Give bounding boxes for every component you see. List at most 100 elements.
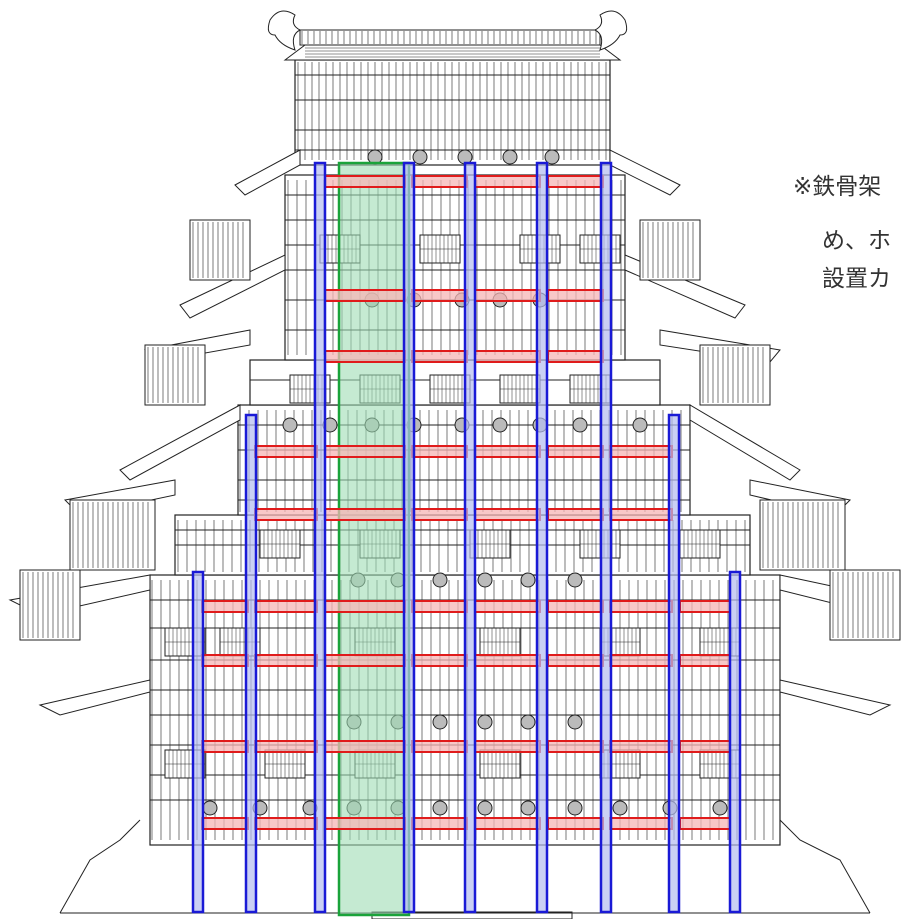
joint-circle: [520, 572, 536, 588]
steel-beam: [324, 600, 406, 613]
side-dormer-5: [639, 219, 701, 281]
roof-eave-3-left: [119, 404, 241, 481]
steel-column: [313, 161, 327, 914]
steel-beam: [254, 600, 318, 613]
side-dormer-6: [144, 344, 206, 406]
steel-beam: [679, 740, 731, 753]
steel-beam: [201, 817, 249, 830]
steel-column: [599, 161, 613, 914]
ridge: [299, 29, 601, 46]
joint-circle: [572, 417, 588, 433]
steel-beam: [411, 740, 468, 753]
steel-beam: [411, 508, 468, 521]
steel-beam: [474, 600, 541, 613]
steel-beam: [254, 654, 318, 667]
annotation-line-3: 設置カ: [822, 266, 891, 292]
joint-circle: [492, 417, 508, 433]
side-dormer-2: [19, 569, 81, 641]
steel-beam: [547, 350, 604, 363]
steel-beam: [609, 600, 673, 613]
roof-eave-lower-right: [779, 679, 892, 716]
joint-circle: [282, 417, 298, 433]
steel-beam: [411, 445, 468, 458]
joint-circle: [432, 800, 448, 816]
steel-column: [191, 570, 205, 914]
annotation-line-1: ※鉄骨架: [793, 174, 882, 200]
steel-column: [402, 161, 416, 914]
steel-column: [728, 570, 742, 914]
joint-circle: [477, 800, 493, 816]
steel-beam: [474, 508, 541, 521]
tier-5-body: [284, 174, 626, 361]
steel-beam: [547, 508, 604, 521]
steel-beam: [474, 350, 541, 363]
steel-beam: [411, 289, 468, 302]
side-dormer-1: [759, 499, 846, 571]
steel-beam: [609, 817, 673, 830]
top-tier-body: [294, 59, 611, 166]
steel-beam: [411, 654, 468, 667]
steel-beam: [324, 445, 406, 458]
steel-beam: [324, 508, 406, 521]
steel-beam: [201, 740, 249, 753]
steel-beam: [254, 740, 318, 753]
joint-circle: [477, 714, 493, 730]
steel-beam: [474, 817, 541, 830]
castle-base-drawing: [8, 10, 901, 920]
steel-frame-overlay: [191, 161, 742, 917]
joint-circle: [520, 800, 536, 816]
steel-beam: [609, 654, 673, 667]
stone-base-right: [779, 819, 871, 914]
joint-circle: [567, 714, 583, 730]
steel-beam: [679, 654, 731, 667]
roof-eave-6-left: [234, 149, 301, 196]
steel-beam: [411, 817, 468, 830]
steel-beam: [411, 350, 468, 363]
side-dormer-0: [69, 499, 156, 571]
joint-circle: [712, 800, 728, 816]
steel-beam: [679, 600, 731, 613]
steel-beam: [324, 740, 406, 753]
steel-beam: [609, 508, 673, 521]
joint-circle: [202, 800, 218, 816]
steel-beam: [324, 175, 406, 188]
steel-beam: [411, 600, 468, 613]
roof-eave-3-right: [689, 404, 801, 481]
steel-beam: [547, 175, 604, 188]
joint-circle: [567, 572, 583, 588]
side-dormer-4: [189, 219, 251, 281]
steel-beam: [324, 817, 406, 830]
steel-beam: [324, 654, 406, 667]
joint-circle: [502, 149, 518, 165]
steel-column: [667, 413, 681, 914]
elevator-shaft: [337, 161, 411, 917]
stone-base-left: [59, 819, 141, 914]
joint-circle: [412, 149, 428, 165]
steel-beam: [547, 740, 604, 753]
steel-beam: [201, 654, 249, 667]
shachihoko-left: [267, 10, 302, 51]
steel-beam: [324, 289, 406, 302]
roof-eave-lower-left: [38, 679, 151, 716]
steel-beam: [411, 175, 468, 188]
joint-circle: [432, 714, 448, 730]
steel-beam: [547, 600, 604, 613]
steel-beam: [679, 817, 731, 830]
steel-beam: [609, 740, 673, 753]
steel-beam: [547, 445, 604, 458]
steel-beam: [474, 175, 541, 188]
steel-beam: [254, 508, 318, 521]
annotation-line-2: め、ホ: [822, 228, 891, 254]
steel-beam: [474, 654, 541, 667]
joint-circle: [432, 572, 448, 588]
joint-circle: [567, 800, 583, 816]
steel-beam: [201, 600, 249, 613]
steel-beam: [324, 350, 406, 363]
top-roof: [283, 44, 622, 61]
joint-circle: [632, 417, 648, 433]
steel-beam: [254, 445, 318, 458]
side-dormer-7: [699, 344, 771, 406]
joint-circle: [612, 800, 628, 816]
steel-beam: [474, 289, 541, 302]
